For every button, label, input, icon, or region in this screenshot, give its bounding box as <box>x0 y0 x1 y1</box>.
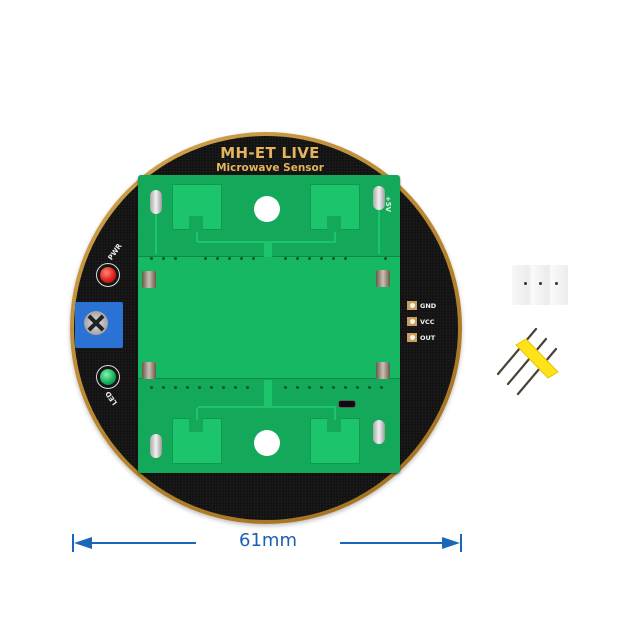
pin-label-out: OUT <box>420 334 436 342</box>
trace <box>334 408 336 420</box>
dimension-line-left <box>80 542 196 544</box>
trace <box>196 232 198 242</box>
dimension-line-right <box>340 542 452 544</box>
trace <box>334 232 336 242</box>
solder-pad <box>373 186 385 210</box>
pcb-divider-bottom <box>138 378 400 379</box>
pin-pad-gnd <box>407 301 417 310</box>
pin-pad-vcc <box>407 317 417 326</box>
yellow-pin-header <box>496 328 559 396</box>
solder-pad <box>150 434 162 458</box>
trace <box>198 406 336 408</box>
pin-label-vcc: VCC <box>420 318 435 326</box>
smd-component <box>376 270 390 287</box>
patch-antenna-top-right <box>310 184 360 230</box>
board-title: MH-ET LIVE <box>220 144 320 162</box>
pin-pad-out <box>407 333 417 342</box>
trace <box>198 241 336 243</box>
power-led <box>96 263 120 287</box>
trace <box>264 243 272 257</box>
dimension-tick-right <box>460 534 462 552</box>
smd-component <box>142 271 156 288</box>
dimension-label: 61mm <box>239 530 297 551</box>
solder-pad <box>150 190 162 214</box>
patch-antenna-top-left <box>172 184 222 230</box>
status-led <box>96 365 120 389</box>
sensitivity-potentiometer[interactable] <box>75 302 123 348</box>
smd-component <box>142 362 156 379</box>
trace <box>196 408 198 420</box>
board-slot <box>338 400 356 408</box>
patch-antenna-bottom-right <box>310 418 360 464</box>
arrow-right-icon <box>442 537 460 549</box>
plus5v-label: +5V <box>384 195 393 213</box>
dimension-tick-left <box>72 534 74 552</box>
patch-antenna-bottom-left <box>172 418 222 464</box>
mounting-hole-bottom <box>254 430 280 456</box>
trace <box>378 210 380 254</box>
smd-component <box>376 362 390 379</box>
mounting-hole-top <box>254 196 280 222</box>
solder-pad <box>373 420 385 444</box>
white-3pin-connector <box>512 265 568 305</box>
trace <box>155 210 157 254</box>
trace <box>264 380 272 406</box>
adjust-screw-icon <box>84 311 108 335</box>
radar-module-center <box>138 256 400 378</box>
board-subtitle: Microwave Sensor <box>216 162 324 174</box>
pin-label-gnd: GND <box>420 302 437 310</box>
